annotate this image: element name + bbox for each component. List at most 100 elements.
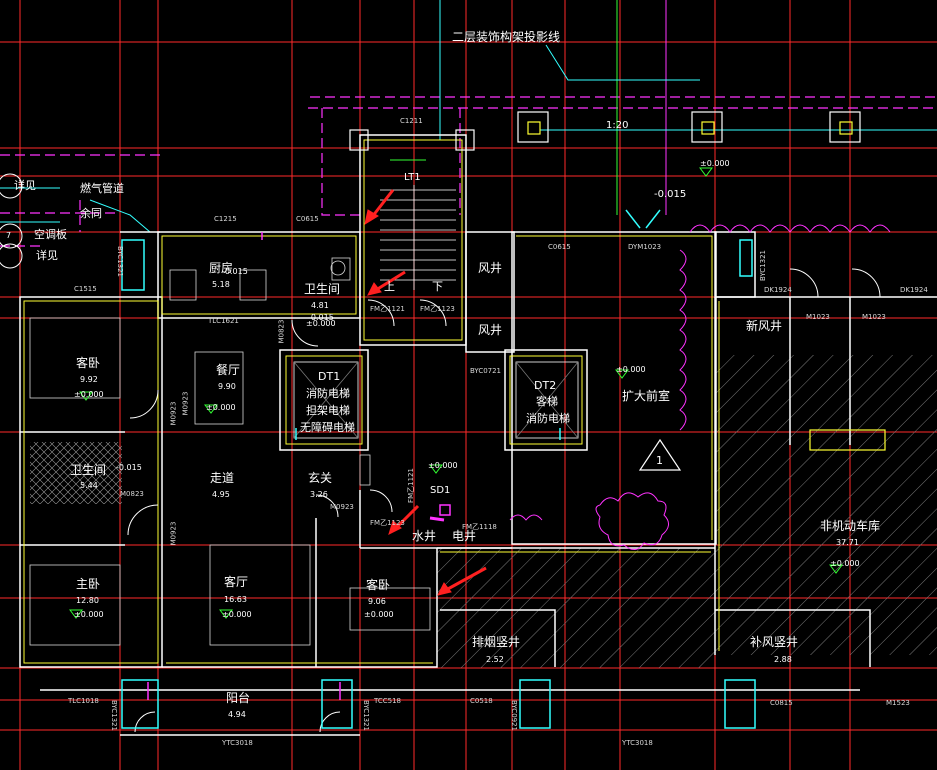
code-tlc1018: TLC1018 <box>68 697 99 705</box>
area-fresh-well: 2.88 <box>774 655 792 664</box>
code-m0923-d: M0923 <box>181 391 190 416</box>
level-10: ±0.000 <box>428 461 458 470</box>
stair-down: 下 <box>432 280 443 293</box>
annotation-arrows <box>364 189 487 596</box>
room-refuge: 非机动车库 <box>820 519 881 533</box>
level-2: -0.015 <box>654 189 687 200</box>
stair-label-lt1: LT1 <box>404 172 421 183</box>
code-m0923-a: M0923 <box>169 401 178 426</box>
stair-up: 上 <box>384 280 395 293</box>
area-master: 12.80 <box>76 596 99 605</box>
marker-triangle-label: 1 <box>656 454 663 467</box>
pass-lift-code: DT2 <box>534 379 557 392</box>
code-c0815: C0815 <box>770 699 793 707</box>
level-3: ±0.000 <box>74 390 104 399</box>
level-11: -0.015 <box>116 463 142 472</box>
code-c0518: C0518 <box>470 697 493 705</box>
ac-panel-note: 空调板 <box>34 228 67 241</box>
code-m0923-c: M0923 <box>330 503 354 511</box>
fire-lift-line1: 消防电梯 <box>306 387 350 400</box>
code-c1215: C1215 <box>214 215 237 223</box>
area-refuge: 37.71 <box>836 538 859 547</box>
room-living: 客厅 <box>224 575 249 589</box>
room-dining: 餐厅 <box>216 363 241 377</box>
level-7: ±0.000 <box>222 610 252 619</box>
code-c1211: C1211 <box>400 117 423 125</box>
fire-lift-line2: 担架电梯 <box>306 404 350 417</box>
room-foyer: 玄关 <box>308 471 333 485</box>
room-new-shaft: 新风井 <box>746 319 783 333</box>
smoke-well: 排烟竖井 <box>472 635 521 649</box>
area-bath-left: 5.44 <box>80 481 98 490</box>
room-guest-bed: 客卧 <box>76 356 101 370</box>
fire-lift-line3: 无障碍电梯 <box>300 421 355 434</box>
code-fm1123-b: FM乙1123 <box>370 519 405 527</box>
code-fm1121-b: FM乙1121 <box>406 468 415 503</box>
wind-shaft-1: 风井 <box>478 261 503 275</box>
doors <box>127 268 881 733</box>
service-lines <box>0 0 937 233</box>
code-byc0721: BYC0721 <box>470 367 502 375</box>
walls <box>19 134 937 736</box>
code-byc1321-b: BYC1321 <box>759 249 768 282</box>
level-12: ±0.000 <box>830 559 860 568</box>
code-c0615: C0615 <box>296 215 319 223</box>
code-m0923-b: M0923 <box>169 521 178 546</box>
code-fm1118: FM乙1118 <box>462 523 497 531</box>
room-guest-bed2: 客卧 <box>366 578 391 592</box>
gas-pipe-note: 燃气管道 <box>80 182 124 195</box>
elec-well: 电井 <box>452 529 477 543</box>
level-4: ±0.000 <box>206 403 236 412</box>
fire-lift-code: DT1 <box>318 370 341 383</box>
area-balcony: 4.94 <box>228 710 246 719</box>
code-m1523: M1523 <box>886 699 910 707</box>
revision-clouds <box>509 224 891 550</box>
room-master: 主卧 <box>76 577 101 591</box>
fresh-well: 补风竖井 <box>750 635 799 649</box>
code-ytc3018-a: YTC3018 <box>222 739 253 747</box>
level-14: -0.015 <box>308 313 334 322</box>
elevation-triangle <box>638 438 682 471</box>
projection-lines <box>0 96 937 247</box>
code-byc1321-d: BYC1321 <box>362 699 371 732</box>
window-markers <box>121 209 756 729</box>
area-kitchen: 5.18 <box>212 280 230 289</box>
code-fm1123-a: FM乙1123 <box>420 305 455 313</box>
code-byc0921: BYC0921 <box>510 699 519 732</box>
axis-bubbles <box>0 173 23 269</box>
area-smoke-well: 2.52 <box>486 655 504 664</box>
stair <box>380 185 456 290</box>
code-fm1121-a: FM乙1121 <box>370 305 405 313</box>
code-c1515: C1515 <box>74 285 97 293</box>
water-well: 水井 <box>412 529 437 543</box>
magenta-marks <box>147 232 451 700</box>
code-byc1321-c: BYC1321 <box>110 699 119 732</box>
room-kitchen: 厨房 <box>209 261 234 275</box>
lifts <box>293 361 579 439</box>
gas-same-note: 余同 <box>80 207 102 220</box>
room-corridor: 走道 <box>210 471 235 485</box>
code-dk1924-b: DK1924 <box>900 286 928 294</box>
room-balcony: 阳台 <box>226 691 251 705</box>
area-living: 16.63 <box>224 595 247 604</box>
area-guest-bed: 9.92 <box>80 375 98 384</box>
code-ytc3018-b: YTC3018 <box>622 739 653 747</box>
hatched-area-stair <box>437 548 715 668</box>
level-5: -0.015 <box>222 267 248 276</box>
code-m0823-b: M0823 <box>120 490 144 498</box>
hatched-area-right <box>715 355 937 655</box>
level-8: ±0.000 <box>364 610 394 619</box>
furniture <box>29 257 431 646</box>
level-6: ±0.000 <box>74 610 104 619</box>
level-13: ±0.000 <box>306 319 336 328</box>
sd1-label: SD1 <box>430 485 451 496</box>
detail-note-1: 详见 <box>14 179 36 192</box>
code-c0615-b: C0615 <box>548 243 571 251</box>
room-bath-left: 卫生间 <box>70 463 107 477</box>
code-m1023-a: M1023 <box>806 313 830 321</box>
axis-bubble-label: 7 <box>6 231 12 240</box>
inner-outlines <box>23 139 720 664</box>
projection-note: 二层装饰构架投影线 <box>452 30 561 44</box>
code-dk1924-a: DK1924 <box>764 286 792 294</box>
